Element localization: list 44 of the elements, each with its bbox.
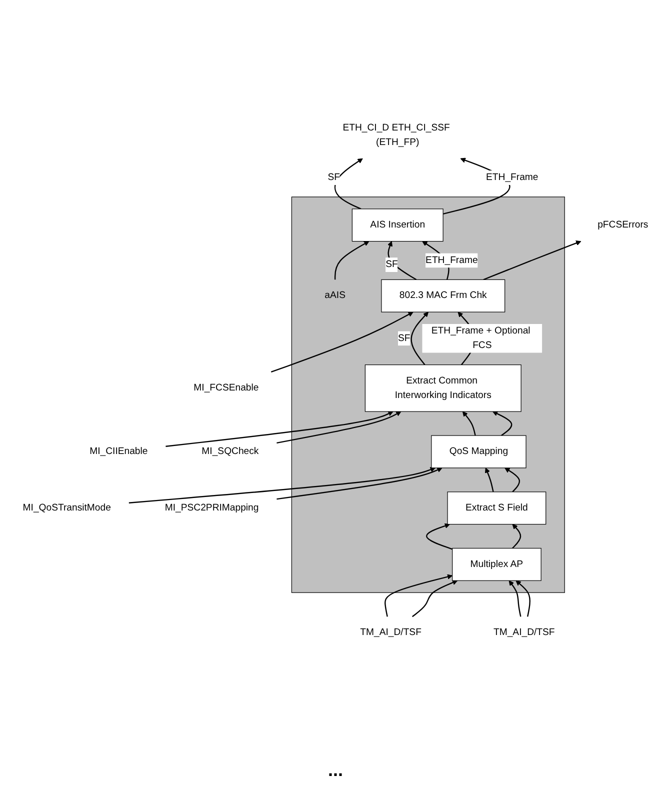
node-text: pFCSErrors: [598, 219, 648, 230]
arrow: [508, 580, 522, 616]
node-box: Extract S Field: [447, 491, 546, 524]
arrow: [276, 410, 402, 444]
arrow: [166, 410, 394, 447]
arrow: [128, 466, 436, 504]
arrow: [483, 240, 582, 280]
cluster: [291, 196, 565, 593]
node-box: Extract Common Interworking Indicators: [364, 364, 522, 412]
arrow: [384, 574, 453, 616]
arrow: [410, 311, 429, 365]
arrow: [485, 467, 494, 492]
node-text: ETH_CI_D ETH_CI_SSF (ETH_FP): [342, 122, 450, 147]
node-box: QoS Mapping: [431, 434, 526, 468]
edge-label: ETH_Frame: [426, 254, 478, 265]
node-box: 802.3 MAC Frm Chk: [381, 278, 506, 312]
node-box: AIS Insertion: [352, 208, 444, 242]
arrow: [270, 311, 414, 372]
node-text: TM_AI_D/TSF: [360, 626, 422, 638]
node-text: MI_QoSTransitMode: [22, 502, 111, 512]
arrow: [504, 467, 520, 492]
arrow: [426, 522, 453, 550]
node-text: TM_AI_D/TSF: [493, 626, 555, 638]
node-text: MI_PSC2PRIMapping: [164, 502, 259, 512]
arrow: [334, 240, 370, 280]
arrow: [462, 410, 476, 436]
arrow: [388, 240, 417, 280]
node-text: MI_CIIEnable: [90, 446, 148, 456]
edge-label: SF: [386, 258, 398, 270]
arrow: [512, 524, 522, 548]
edge-label: SF: [328, 172, 340, 182]
edge-label: SF: [398, 332, 410, 343]
node-text: MI_SQCheck: [202, 446, 259, 456]
edge-label: ETH_Frame: [486, 172, 538, 182]
edge-label: ETH_Frame + Optional FCS: [431, 325, 530, 350]
arrow: [334, 158, 363, 210]
node-text: MI_FCSEnable: [194, 382, 259, 393]
node-box: Multiplex AP: [452, 548, 542, 581]
node-text: aAIS: [324, 290, 346, 300]
arrow: [492, 410, 512, 436]
arrow: [412, 580, 458, 617]
ellipsis-text: ...: [328, 760, 343, 780]
arrow: [276, 467, 442, 500]
arrow: [516, 580, 531, 616]
